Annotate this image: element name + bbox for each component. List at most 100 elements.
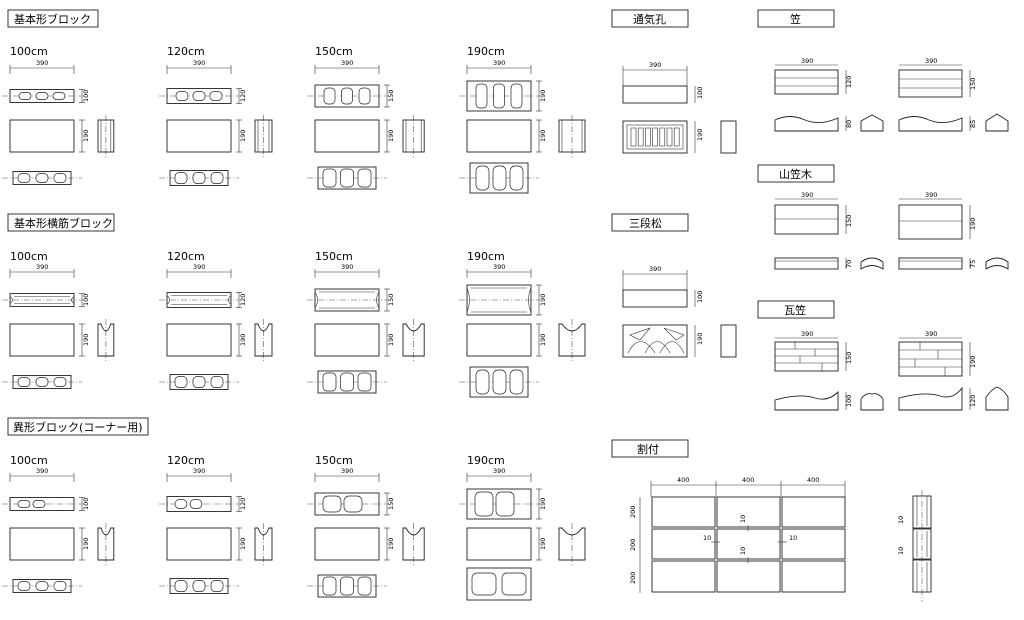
hollow-cell: [492, 165, 507, 191]
hollow-cell: [495, 491, 515, 517]
svg-text:三段松: 三段松: [629, 216, 662, 230]
side-dimension: 100: [79, 89, 90, 103]
dimension-label: 190: [239, 538, 247, 550]
hollow-cell: [493, 83, 505, 109]
dimension-label: 120: [239, 294, 247, 306]
side-section-view: [558, 523, 586, 565]
hollow-cell: [52, 92, 66, 100]
side-dimension: 190: [536, 488, 547, 520]
svg-text:10: 10: [897, 516, 905, 524]
length-dimension: 390: [314, 467, 380, 482]
bottom-plan-view: [466, 567, 532, 601]
svg-text:120cm: 120cm: [167, 250, 205, 263]
hollow-cell: [32, 500, 46, 508]
title-cap: 笠: [757, 9, 835, 28]
hollow-cell: [357, 576, 372, 596]
bottom-plan-view: [459, 162, 539, 194]
dimension-label: 190: [82, 538, 90, 550]
svg-text:基本形ブロック: 基本形ブロック: [14, 12, 91, 26]
cap-drawings: 390 120 390 150 80 85: [774, 57, 1009, 132]
svg-text:200: 200: [629, 506, 637, 518]
svg-text:200: 200: [629, 572, 637, 584]
hollow-cell: [17, 377, 31, 387]
length-dimension: 390: [9, 263, 75, 278]
bottom-plan-view: [307, 166, 387, 190]
side-dimension: 190: [536, 323, 547, 357]
svg-text:400: 400: [742, 476, 754, 484]
hollow-cell: [475, 83, 488, 109]
dimension-label: 390: [341, 59, 353, 67]
hollow-cell: [340, 168, 354, 188]
bottom-plan-view: [159, 170, 239, 186]
side-dimension: 190: [79, 527, 90, 561]
dimension-label: 100: [82, 498, 90, 510]
svg-text:120cm: 120cm: [167, 454, 205, 467]
side-dimension: 100: [79, 293, 90, 307]
tile-cap-drawings: 390 150 390 190 100 120: [774, 330, 1009, 411]
bottom-plan-view: [159, 578, 239, 594]
vent-slot: [666, 127, 673, 147]
dimension-label: 190: [539, 538, 547, 550]
svg-text:10: 10: [739, 547, 747, 555]
dimension-label: 190: [239, 130, 247, 142]
length-dimension: 390: [466, 263, 532, 278]
side-dimension: 150: [384, 492, 395, 516]
plan-view: [307, 84, 387, 108]
dimension-label: 100: [82, 90, 90, 102]
plan-view: [159, 88, 239, 104]
bottom-plan-view: [307, 574, 387, 598]
hollow-cell: [357, 168, 372, 188]
elevation-view: [466, 323, 532, 357]
elevation-view: [314, 323, 380, 357]
title-horizontal-block: 基本形横筋ブロック: [7, 213, 115, 232]
side-section-view: [97, 319, 115, 361]
side-section-view: [558, 115, 586, 157]
side-dimension: 190: [384, 527, 395, 561]
hollow-cell: [209, 91, 223, 101]
hollow-cell: [322, 372, 337, 392]
svg-text:190: 190: [696, 129, 704, 141]
length-dimension: 390: [166, 59, 232, 74]
hollow-cell: [340, 576, 354, 596]
dimension-label: 390: [36, 263, 48, 271]
svg-text:190: 190: [696, 333, 704, 345]
title-vent: 通気孔: [611, 9, 689, 28]
svg-text:笠: 笠: [790, 12, 801, 26]
dimension-label: 120: [239, 498, 247, 510]
hollow-cell: [322, 576, 337, 596]
svg-text:150cm: 150cm: [315, 250, 353, 263]
side-section-view: [402, 319, 425, 361]
svg-text:異形ブロック(コーナー用): 異形ブロック(コーナー用): [13, 420, 143, 434]
plan-view: [2, 293, 82, 307]
side-dimension: 190: [384, 119, 395, 153]
dimension-label: 190: [239, 334, 247, 346]
dimension-label: 390: [193, 59, 205, 67]
side-dimension: 190: [536, 527, 547, 561]
side-dimension: 120: [236, 292, 247, 308]
hollow-cell: [17, 581, 31, 591]
elevation-view: [9, 527, 75, 561]
hollow-cell: [175, 91, 189, 101]
elevation-view: [9, 323, 75, 357]
dimension-label: 150: [387, 294, 395, 306]
side-dimension: 120: [236, 496, 247, 512]
vent-slot: [673, 127, 680, 147]
svg-text:10: 10: [703, 534, 711, 542]
dimension-label: 190: [539, 334, 547, 346]
dimension-label: 150: [387, 498, 395, 510]
dimension-label: 190: [387, 538, 395, 550]
svg-text:190cm: 190cm: [467, 45, 505, 58]
length-dimension: 390: [314, 263, 380, 278]
svg-text:通気孔: 通気孔: [633, 12, 666, 26]
svg-text:100: 100: [696, 87, 704, 99]
elevation-view: [166, 119, 232, 153]
vent-slot: [630, 127, 637, 147]
hollow-cell: [510, 83, 523, 109]
length-dimension: 390: [466, 467, 532, 482]
svg-text:150: 150: [969, 78, 977, 90]
svg-text:120cm: 120cm: [167, 45, 205, 58]
plan-view: [2, 89, 82, 103]
hollow-cell: [189, 499, 203, 509]
hollow-cell: [174, 580, 188, 592]
side-dimension: 120: [236, 88, 247, 104]
